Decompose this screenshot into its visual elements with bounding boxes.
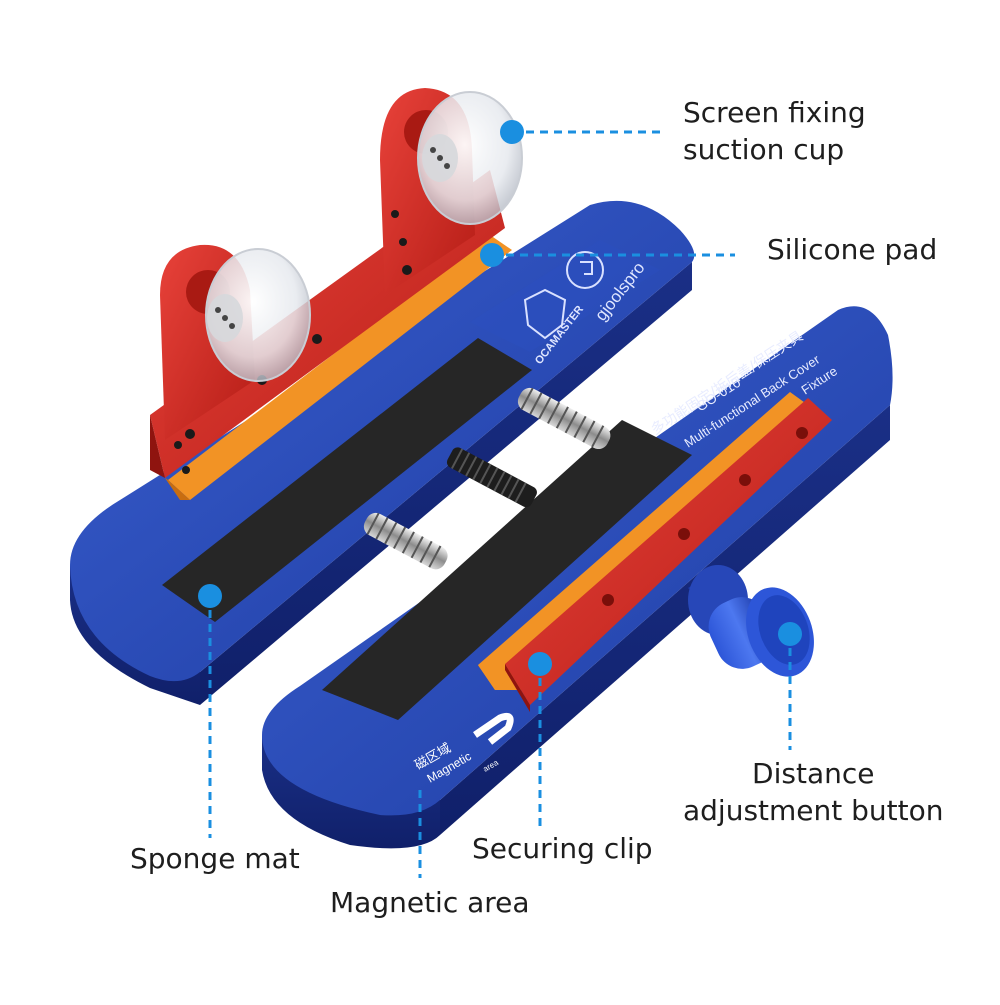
dot-sponge-mat <box>198 584 222 608</box>
label-securing-clip: Securing clip <box>472 832 653 865</box>
label-magnetic-area: Magnetic area <box>330 886 530 919</box>
label-distance-button: Distance adjustment button <box>683 757 944 827</box>
sponge-mat-left <box>162 338 532 622</box>
logo-badge <box>523 251 604 340</box>
label-suction-cup: Screen fixing suction cup <box>683 96 866 166</box>
screen-clamp <box>150 88 523 500</box>
sponge-mat-right <box>322 420 692 720</box>
magnet-icon <box>473 712 514 745</box>
dot-silicone-pad <box>480 243 504 267</box>
dot-distance-button <box>778 622 802 646</box>
label-silicone-pad: Silicone pad <box>767 233 938 266</box>
label-sponge-mat: Sponge mat <box>130 842 300 875</box>
callout-leaders <box>208 130 792 878</box>
lead-screw <box>446 447 537 508</box>
callout-dots <box>198 120 802 676</box>
dot-suction-cup <box>500 120 524 144</box>
dot-securing-clip <box>528 652 552 676</box>
securing-clip <box>478 392 832 712</box>
springs <box>363 387 611 570</box>
suction-cup-left <box>205 248 311 382</box>
suction-cup-right <box>417 91 523 225</box>
distance-adjustment-knob <box>688 565 814 677</box>
